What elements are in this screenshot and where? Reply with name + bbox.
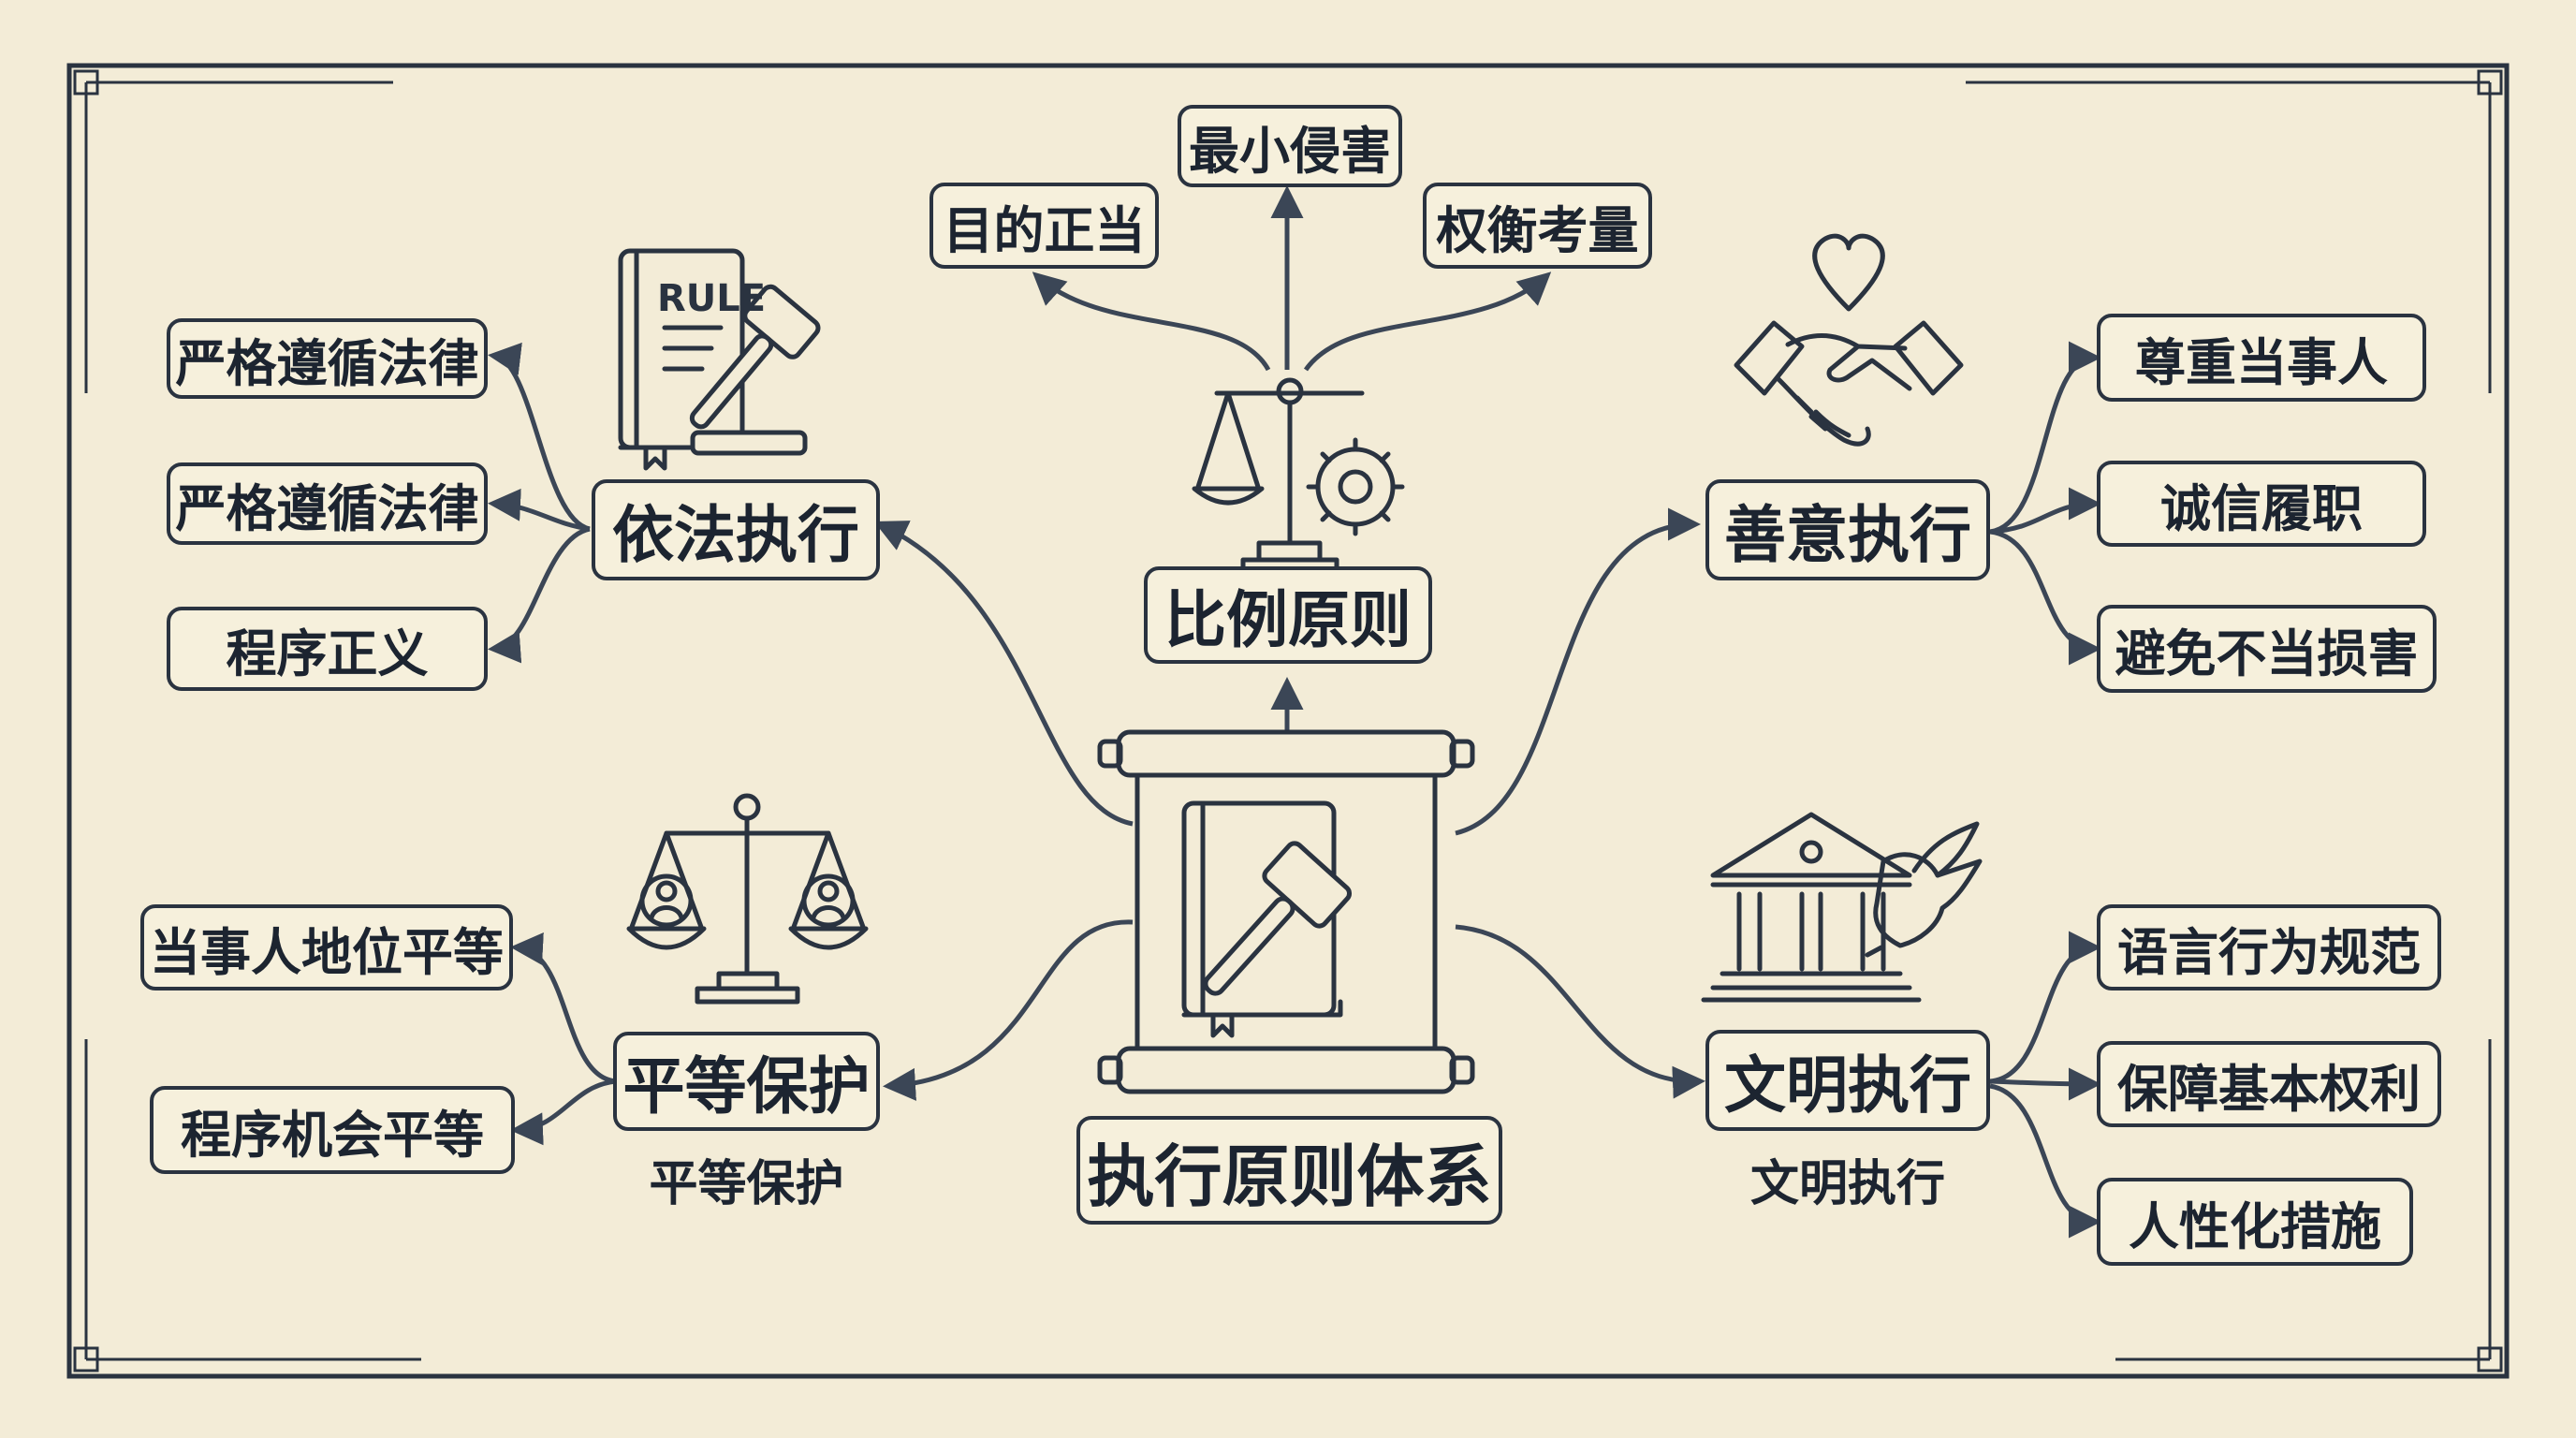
good-faith-item-2[interactable]: 诚信履职	[2097, 461, 2426, 547]
proportionality-item-2[interactable]: 最小侵害	[1178, 105, 1402, 187]
decorative-frame	[66, 63, 2510, 1379]
connector-goodfaith-item2	[1989, 487, 2101, 535]
good-faith-item-1[interactable]: 尊重当事人	[2097, 314, 2426, 402]
connector-civil-item3	[1989, 1083, 2101, 1239]
equal-item-2[interactable]: 程序机会平等	[150, 1086, 515, 1174]
connector-goodfaith-item1	[1989, 341, 2101, 535]
scales-gear-icon	[1192, 377, 1405, 576]
connector-legal-item2	[488, 488, 591, 532]
legal-node[interactable]: 依法执行	[592, 479, 880, 580]
equal-item-1[interactable]: 当事人地位平等	[140, 904, 513, 990]
legal-item-2[interactable]: 严格遵循法律	[167, 462, 488, 545]
civil-item-1[interactable]: 语言行为规范	[2097, 904, 2441, 990]
legal-item-3[interactable]: 程序正义	[167, 607, 488, 691]
connector-legal-item3	[488, 526, 591, 664]
good-faith-item-3[interactable]: 避免不当损害	[2097, 605, 2437, 693]
proportionality-node[interactable]: 比例原则	[1144, 566, 1432, 664]
proportionality-item-3[interactable]: 权衡考量	[1423, 183, 1652, 269]
connector-goodfaith-item3	[1989, 529, 2101, 666]
connector-civil-item1	[1989, 931, 2101, 1084]
center-node[interactable]: 执行原则体系	[1076, 1116, 1502, 1225]
equal-protection-caption: 平等保护	[649, 1156, 844, 1212]
connector-center-civil	[1455, 924, 1705, 1099]
civil-node[interactable]: 文明执行	[1705, 1030, 1990, 1131]
connectors	[488, 185, 2101, 1239]
legal-item-1[interactable]: 严格遵循法律	[167, 318, 488, 399]
courthouse-dove-icon	[1701, 812, 1983, 1003]
proportionality-item-1[interactable]: 目的正当	[929, 183, 1159, 269]
scales-people-icon	[626, 793, 869, 1005]
connector-prop-item3	[1303, 271, 1552, 372]
connector-prop-item1	[1032, 271, 1271, 372]
connector-civil-item2	[1989, 1067, 2101, 1101]
scroll-book-gavel-icon	[1097, 729, 1475, 1094]
civil-item-3[interactable]: 人性化措施	[2097, 1178, 2413, 1266]
connector-equal-item1	[510, 932, 617, 1084]
civil-caption: 文明执行	[1749, 1156, 1945, 1212]
civil-item-2[interactable]: 保障基本权利	[2097, 1041, 2441, 1127]
connector-center-goodfaith	[1455, 507, 1701, 836]
connector-legal-item1	[488, 343, 591, 532]
connector-center-equal	[883, 919, 1134, 1101]
rule-book-label: RULE	[657, 277, 766, 320]
connector-equal-item2	[510, 1078, 617, 1146]
rule-book-gavel-icon	[618, 248, 821, 471]
equal-protection-node[interactable]: 平等保护	[613, 1032, 880, 1131]
handshake-heart-icon	[1734, 233, 1964, 447]
good-faith-node[interactable]: 善意执行	[1705, 479, 1990, 580]
connector-center-legal	[873, 521, 1134, 827]
